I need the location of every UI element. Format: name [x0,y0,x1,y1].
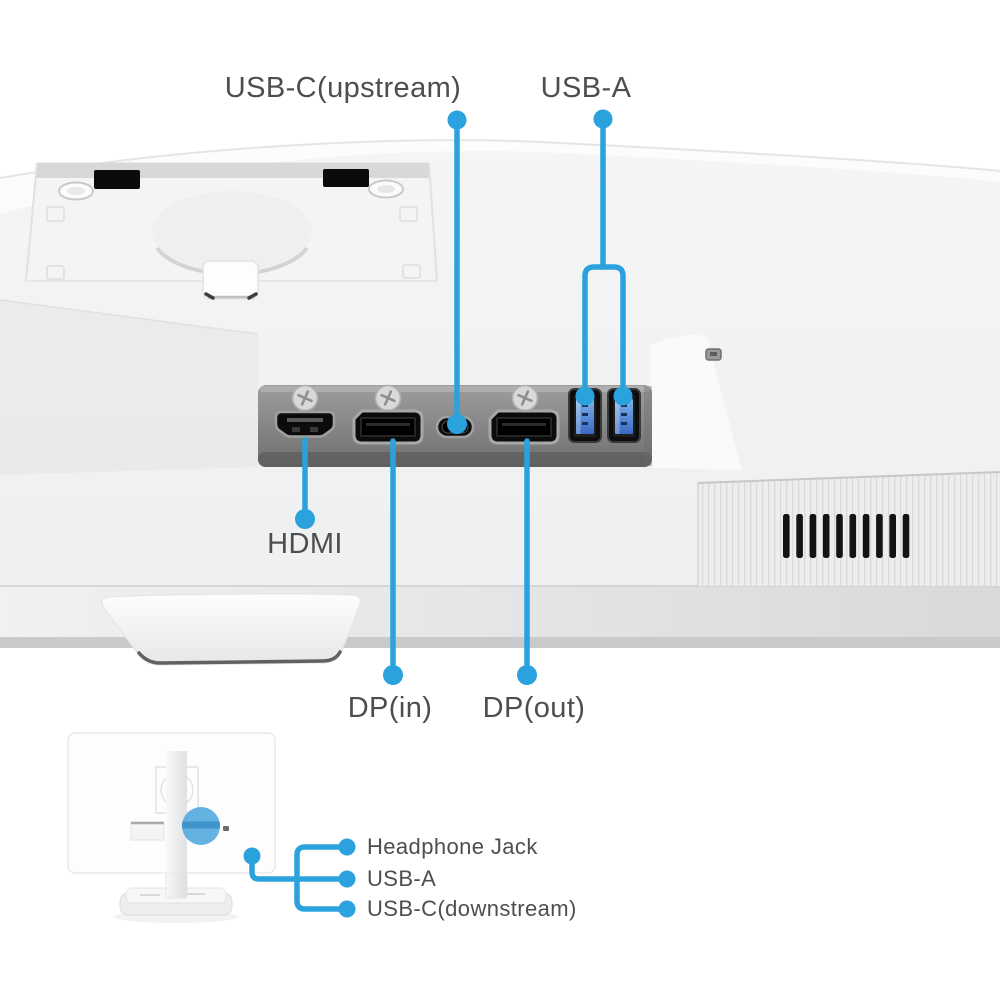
displayport-in-port [352,409,424,445]
side-ports-highlight-circle [182,807,220,845]
label-usb-a-rear: USB-A [540,72,632,104]
kensington-lock-slot [705,348,722,361]
mount-slot-right [323,169,369,187]
label-dp-out: DP(out) [482,692,586,724]
mount-slot-left [94,170,140,189]
vent-grille [697,471,1000,586]
round-recess [152,191,312,271]
vent-slots [783,514,910,558]
label-hdmi: HDMI [267,528,343,560]
quick-release-tab [202,260,259,300]
panel-screw [511,384,539,412]
vesa-mount-recess [25,162,438,300]
callout-lines [249,120,626,912]
panel-screw [291,384,319,412]
panel-screw [374,384,402,412]
monitor-inset-photo [67,732,276,923]
label-headphone-jack: Headphone Jack [367,834,538,859]
callout-dots [243,109,633,918]
hdmi-port [274,410,336,438]
monitor-rear-photo [0,139,1000,666]
label-usb-a-side: USB-A [367,866,437,891]
callout-side-ports [249,844,350,912]
inset-lock-slot [223,826,229,831]
inset-recess [130,821,165,841]
label-dp-in: DP(in) [347,692,433,724]
label-usb-c-upstream: USB-C(upstream) [224,72,462,104]
callout-usb-a-rear [582,120,626,399]
displayport-out-port [488,409,560,445]
monitor-foot [101,593,361,666]
label-usb-c-downstream: USB-C(downstream) [367,896,577,921]
